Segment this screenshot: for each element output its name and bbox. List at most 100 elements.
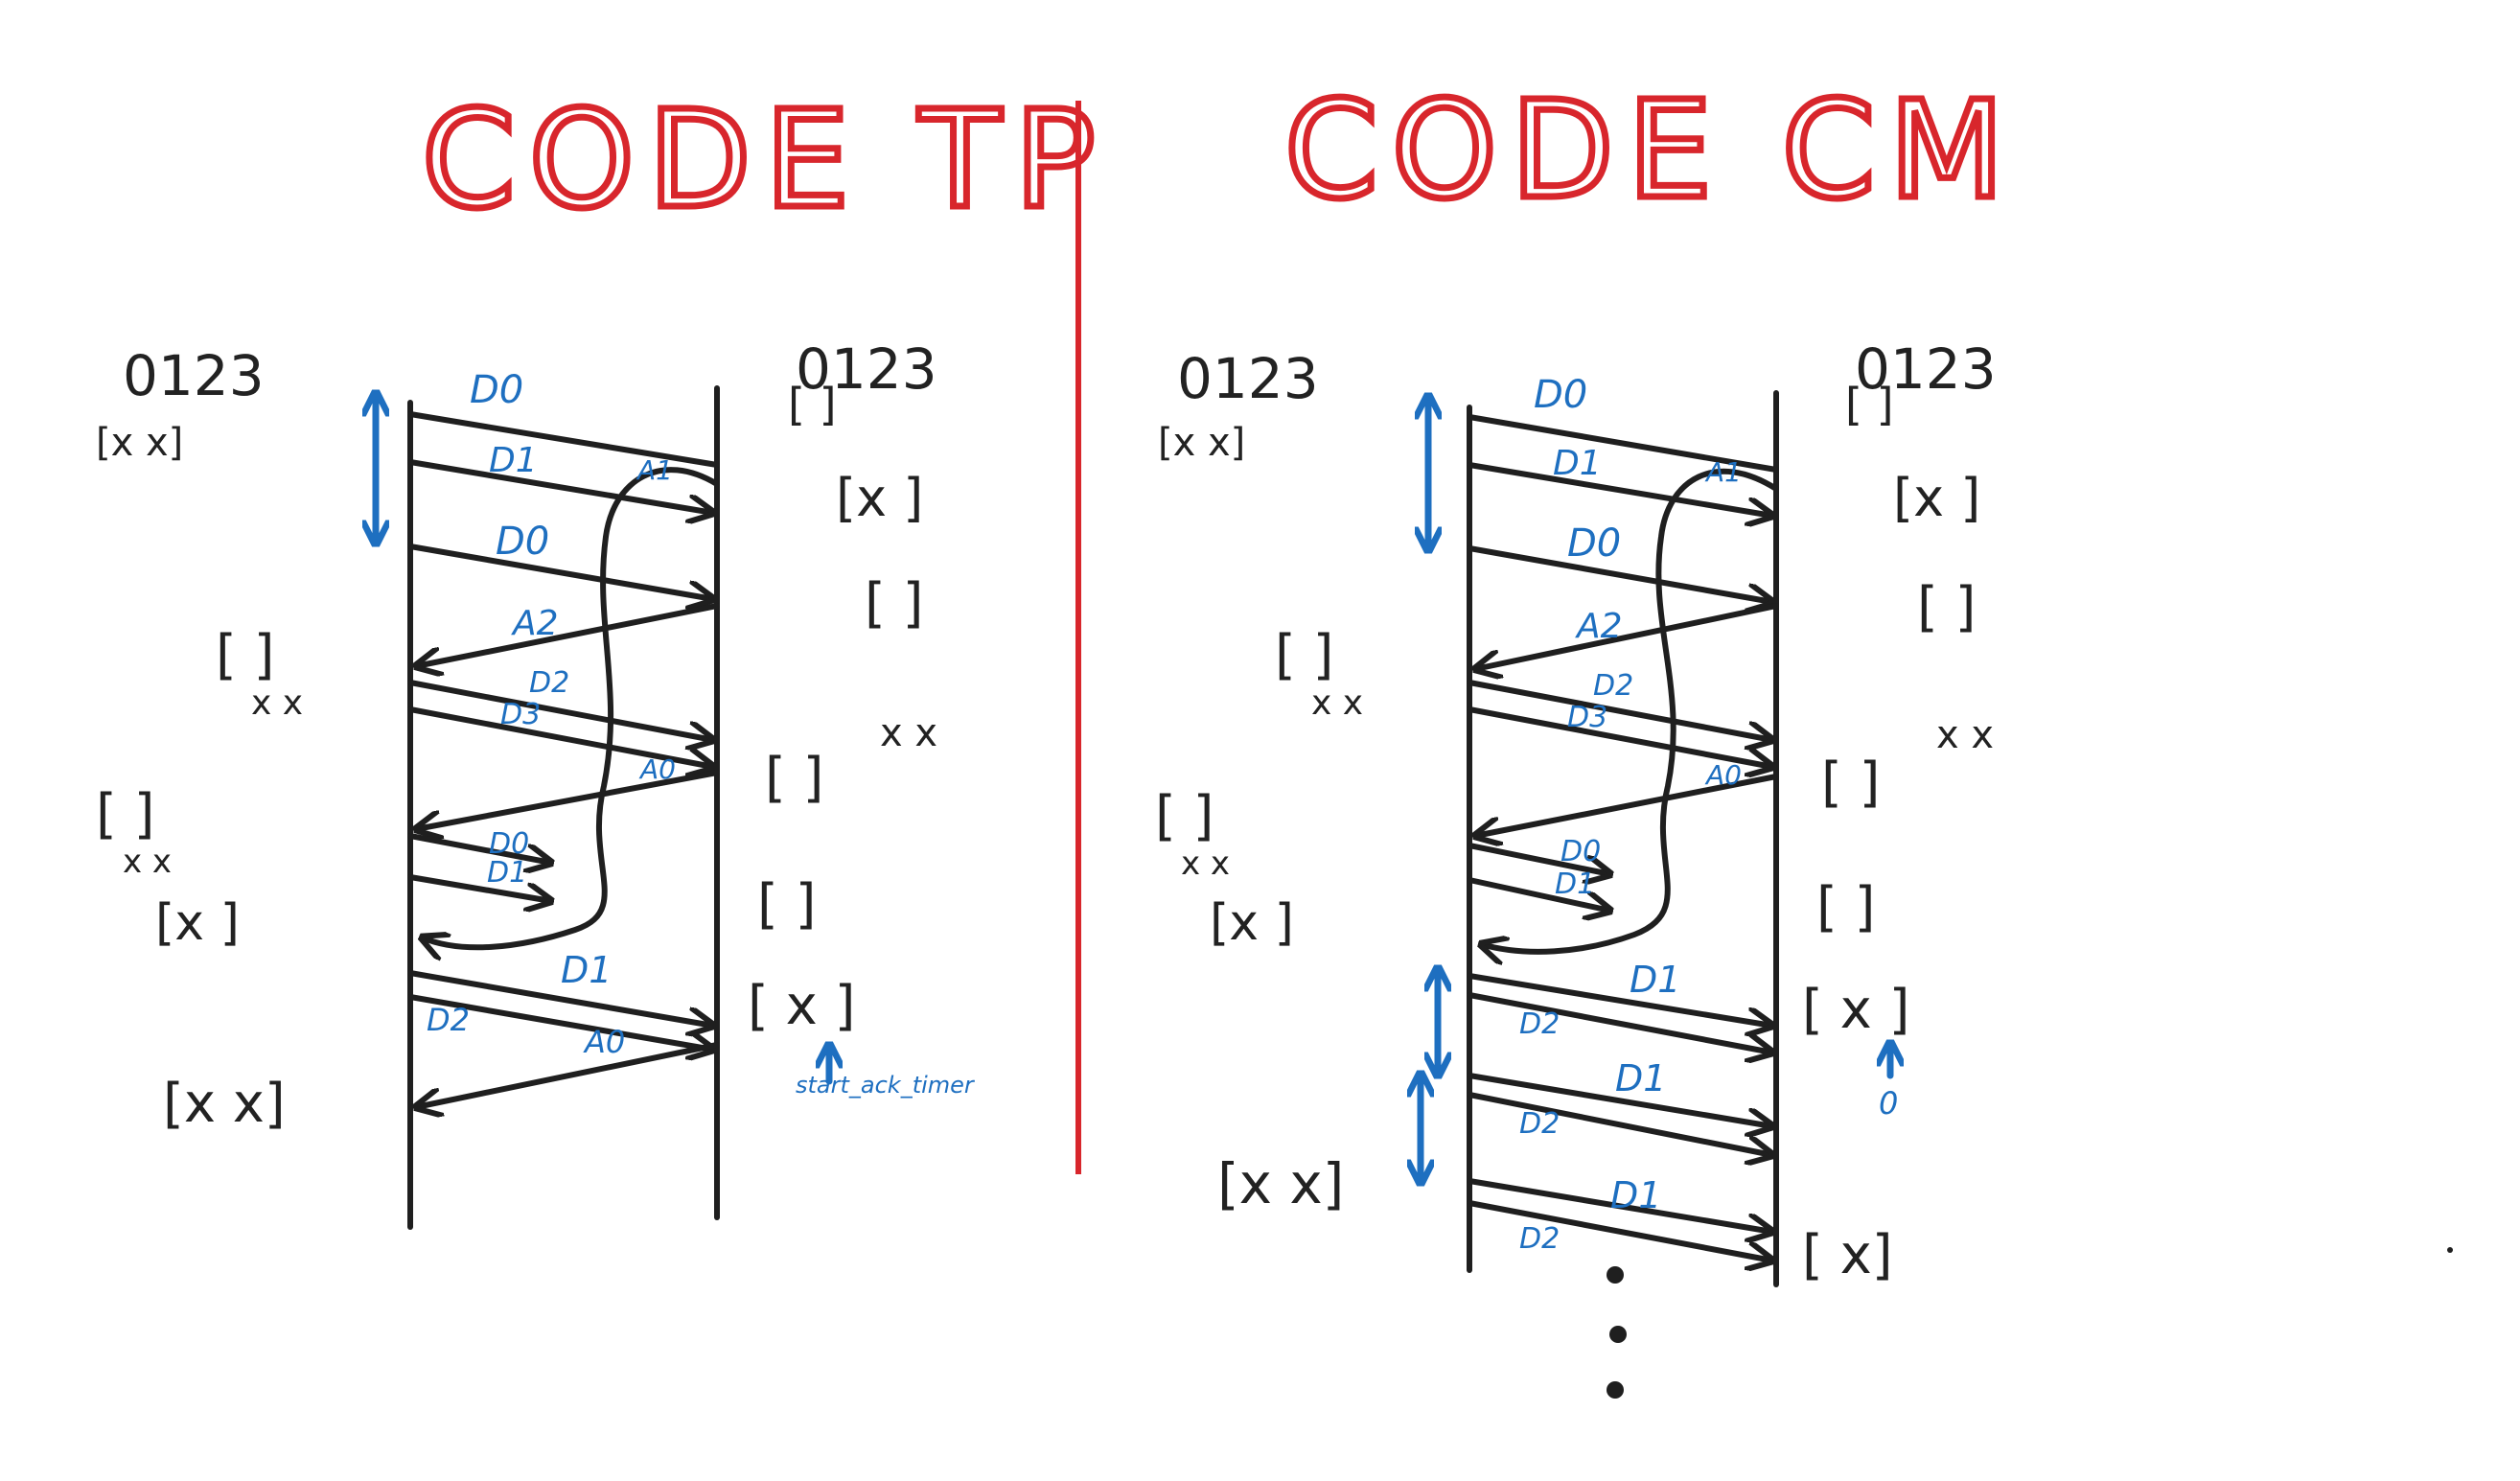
left-sender-window: [x x] — [96, 421, 183, 465]
left-label-a2: A2 — [511, 604, 559, 643]
right-sender-seq: 0123 — [1177, 346, 1319, 411]
right-note: 0 — [1879, 1085, 1898, 1122]
right-msg-d2-repeat — [1467, 1200, 1772, 1261]
left-sender-window: [x ] — [155, 894, 240, 952]
right-sender-window: [x x] — [1217, 1151, 1344, 1216]
right-label-d0c: D0 — [1561, 835, 1601, 868]
left-label-a0d: A0 — [583, 1024, 625, 1060]
right-label-a0: A0 — [1704, 759, 1742, 791]
right-receiver-window: [x ] — [1893, 468, 1980, 528]
right-label-d1: D1 — [1553, 444, 1602, 483]
left-msg-d0-short — [407, 833, 551, 863]
left-receiver-window: [ x ] — [748, 975, 855, 1037]
left-msg-d0-retx — [407, 544, 713, 599]
left-receiver-marks: x x — [880, 711, 937, 755]
left-receiver-window: [ ] — [865, 572, 924, 635]
panel-left: 0123 0123 [x x] [ ] x x [ ] x x [x ] [x … — [96, 336, 976, 1230]
left-msg-d2 — [407, 680, 713, 740]
right-sender-window: [ ] — [1155, 785, 1214, 847]
title-right: CODE CM — [1284, 73, 2018, 229]
right-msg-d2 — [1467, 680, 1772, 740]
left-sender-window: [x x] — [163, 1073, 286, 1135]
right-label-d2: D2 — [1593, 669, 1633, 703]
right-lost-ack-curve — [1481, 468, 1779, 952]
right-label-d2e: D2 — [1519, 1107, 1560, 1141]
left-label-d0b: D0 — [496, 520, 549, 564]
continuation-dot — [1607, 1381, 1624, 1399]
right-label-d1d: D1 — [1630, 959, 1680, 1001]
left-label-d3: D3 — [500, 698, 541, 731]
right-msg-d1-short — [1467, 877, 1610, 911]
left-label-d1c: D1 — [487, 856, 527, 890]
right-receiver-window: [ ] — [1845, 379, 1894, 430]
left-label-d1: D1 — [489, 441, 538, 480]
left-sender-marks: x x — [251, 683, 303, 723]
left-msg-a2 — [416, 603, 720, 666]
right-receiver-window: [ ] — [1917, 576, 1977, 638]
left-receiver-window: [ ] — [757, 873, 817, 936]
left-label-d2: D2 — [529, 666, 569, 700]
right-sender-window: [x x] — [1158, 421, 1245, 465]
left-receiver-window: [ ] — [788, 379, 837, 430]
right-msg-d0-short — [1467, 843, 1610, 874]
right-label-d1f: D1 — [1610, 1174, 1661, 1216]
continuation-dot — [1607, 1266, 1624, 1284]
left-label-a0: A0 — [638, 753, 676, 785]
right-msg-d0-retx — [1467, 545, 1772, 602]
panel-right: 0123 0123 [x x] [ ] x x [ ] x x [x ] [x … — [1155, 336, 1997, 1399]
right-receiver-marks: x x — [1936, 713, 1994, 757]
left-lost-ack-curve — [422, 467, 720, 947]
left-sender-window: [ ] — [96, 783, 155, 845]
left-msg-a0 — [416, 770, 720, 829]
right-receiver-window: [ ] — [1821, 752, 1881, 814]
left-sender-seq: 0123 — [123, 343, 265, 408]
right-msg-d1-late — [1467, 973, 1772, 1026]
right-label-d0b: D0 — [1567, 521, 1621, 566]
left-msg-d1-short — [407, 874, 551, 901]
right-msg-d3 — [1467, 706, 1772, 767]
right-receiver-window: [ x] — [1802, 1224, 1893, 1286]
left-receiver-window: [ ] — [765, 747, 824, 809]
right-label-a2: A2 — [1575, 607, 1623, 646]
left-receiver-window: [x ] — [836, 468, 923, 528]
left-msg-d2-late — [407, 994, 713, 1050]
right-label-a1: A1 — [1704, 456, 1742, 488]
right-label-d2d: D2 — [1519, 1007, 1560, 1041]
right-msg-a2 — [1475, 603, 1779, 669]
continuation-dot — [1609, 1326, 1627, 1343]
right-msg-d1-repeat — [1467, 1178, 1772, 1232]
left-sender-marks: x x — [123, 843, 172, 881]
left-sender-window: [ ] — [216, 624, 275, 686]
left-msg-d1 — [407, 459, 713, 513]
right-msg-d1-repeat — [1467, 1073, 1772, 1126]
left-msg-d3 — [407, 706, 713, 767]
left-msg-d1-late — [407, 970, 713, 1026]
right-msg-d2-late — [1467, 992, 1772, 1053]
right-label-d3: D3 — [1567, 701, 1607, 734]
right-sender-window: [ ] — [1275, 624, 1334, 686]
right-label-d0: D0 — [1534, 373, 1587, 417]
left-msg-a0-late — [416, 1042, 720, 1107]
left-label-a1: A1 — [636, 454, 673, 486]
right-label-d1c: D1 — [1555, 868, 1595, 901]
right-receiver-window: [ x ] — [1802, 979, 1909, 1041]
title-left: CODE TP — [422, 82, 1109, 239]
left-note: start_ack_timer — [796, 1072, 976, 1099]
right-msg-d2-repeat — [1467, 1092, 1772, 1155]
right-label-d1e: D1 — [1615, 1057, 1666, 1099]
right-sender-marks: x x — [1181, 845, 1230, 883]
left-msg-d0 — [407, 411, 720, 468]
right-receiver-window: [ ] — [1816, 876, 1876, 938]
left-label-d1d: D1 — [561, 949, 612, 991]
right-msg-d0 — [1467, 414, 1779, 473]
right-label-d2f: D2 — [1519, 1222, 1560, 1256]
right-sender-marks: x x — [1311, 683, 1363, 723]
right-sender-window: [x ] — [1210, 894, 1294, 952]
right-receiver-seq: 0123 — [1855, 336, 1997, 402]
left-label-d0c: D0 — [489, 827, 529, 861]
right-msg-d1 — [1467, 462, 1772, 516]
stray-dot — [2447, 1247, 2453, 1253]
left-receiver-seq: 0123 — [796, 336, 937, 402]
right-msg-a0 — [1475, 774, 1779, 836]
